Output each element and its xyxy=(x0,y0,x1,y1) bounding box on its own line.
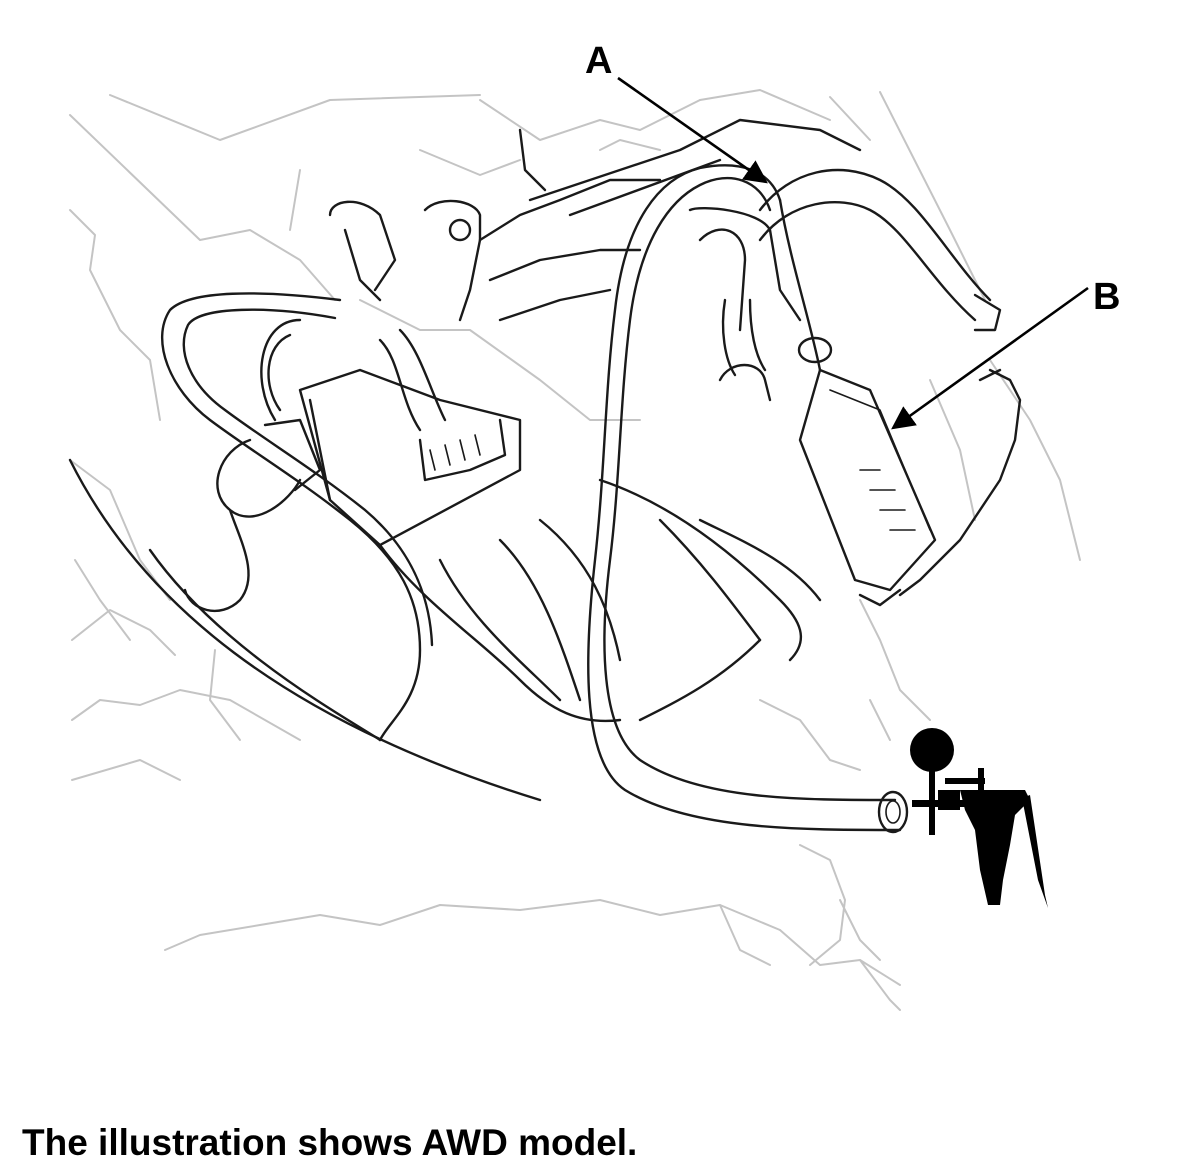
background-structure xyxy=(69,89,1081,1011)
canister-assembly xyxy=(68,118,862,802)
leader-b xyxy=(891,286,1089,430)
callout-label-b: B xyxy=(1093,276,1121,318)
vacuum-pump-tool xyxy=(910,728,1048,908)
leader-a xyxy=(617,76,768,184)
callout-label-a: A xyxy=(585,40,613,82)
vacuum-hose xyxy=(587,164,909,834)
component-b xyxy=(798,368,1022,607)
caption: The illustration shows AWD model. xyxy=(22,1122,638,1163)
hose-a xyxy=(758,168,1002,372)
